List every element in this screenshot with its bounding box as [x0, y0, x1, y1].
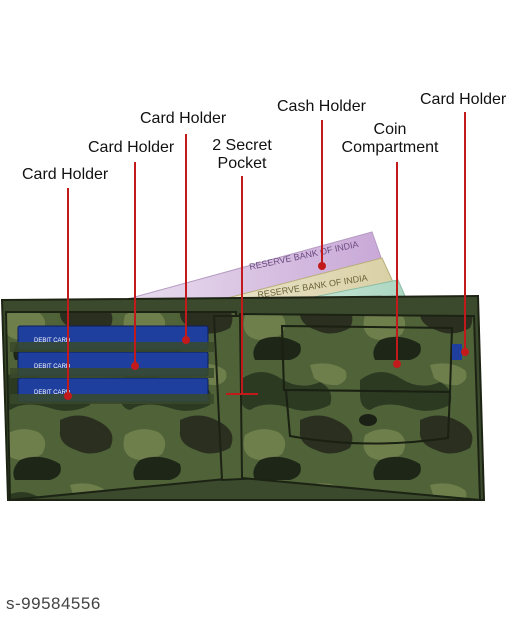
label-card-holder-right: Card Holder	[420, 91, 507, 108]
coin-compartment	[280, 324, 454, 394]
label-coin-compartment: Coin Compartment	[334, 121, 446, 157]
label-card-holder-left: Card Holder	[22, 166, 109, 183]
right-card-edge	[452, 344, 462, 360]
label-secret-pocket: 2 Secret Pocket	[208, 137, 276, 173]
debit-card-label: DEBIT CARD	[34, 364, 71, 370]
label-card-holder-second: Card Holder	[88, 139, 175, 156]
debit-card-label: DEBIT CARD	[34, 390, 71, 396]
label-coin-line2: Compartment	[341, 139, 439, 156]
label-card-holder-third: Card Holder	[140, 110, 227, 127]
label-cash-holder: Cash Holder	[277, 98, 366, 115]
label-secret-pocket-line2: Pocket	[217, 155, 267, 172]
pointer-lines	[64, 112, 469, 400]
label-secret-pocket-line1: 2 Secret	[212, 137, 272, 154]
label-coin-line1: Coin	[373, 121, 407, 138]
product-code: s-99584556	[6, 594, 101, 613]
snap-button	[359, 414, 377, 426]
debit-card-label: DEBIT CARD	[34, 338, 71, 344]
